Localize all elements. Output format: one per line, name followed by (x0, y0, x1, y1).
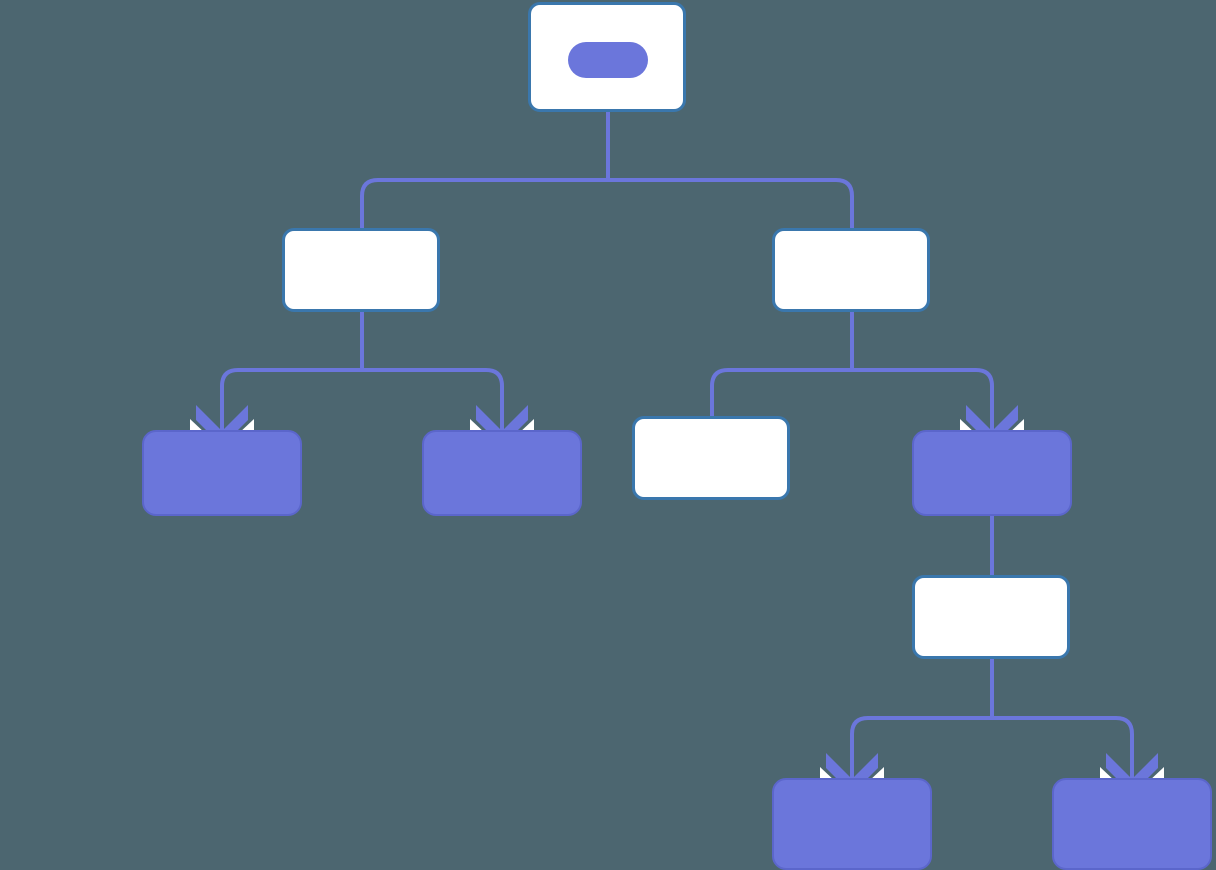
level3-white-node[interactable] (912, 575, 1070, 659)
edge-level1-right-to-white (710, 368, 852, 416)
edge-level1-left-to-leaf-b (362, 368, 504, 430)
root-node[interactable] (528, 2, 686, 112)
level4-leaf-a[interactable] (772, 778, 932, 870)
edge-level3-to-leaf-b (992, 716, 1134, 778)
level2-white-node[interactable] (632, 416, 790, 500)
level1-left-node[interactable] (282, 228, 440, 312)
root-pill-shape (568, 42, 648, 78)
level1-right-node[interactable] (772, 228, 930, 312)
level2-leaf-b[interactable] (422, 430, 582, 516)
edge-level1-right-to-branch (852, 368, 994, 430)
level4-leaf-b[interactable] (1052, 778, 1212, 870)
level2-leaf-a[interactable] (142, 430, 302, 516)
edge-level1-left-to-leaf-a (220, 368, 362, 430)
level2-branch-node[interactable] (912, 430, 1072, 516)
edge-level3-to-leaf-a (850, 716, 992, 778)
